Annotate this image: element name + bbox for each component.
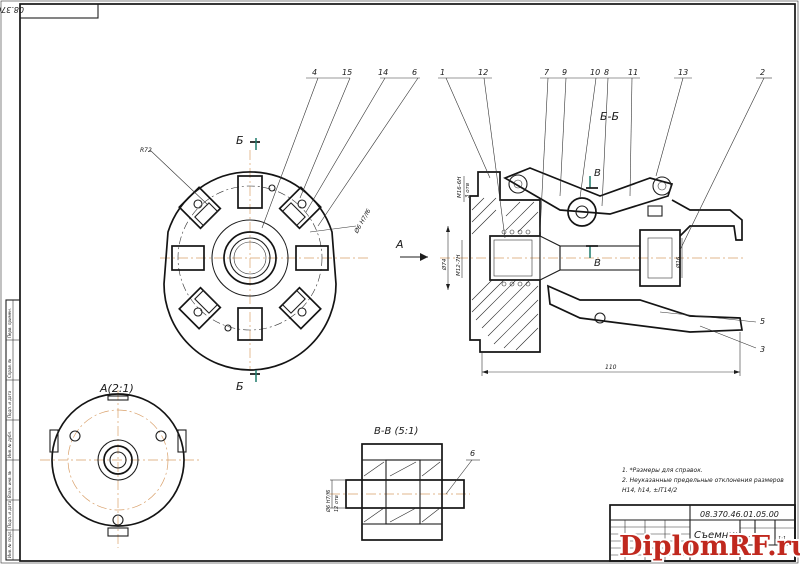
cut-b-bottom: Б bbox=[236, 380, 244, 393]
label-7: 7 bbox=[544, 68, 550, 77]
body-outline bbox=[163, 171, 337, 371]
title-scale: 1:1 bbox=[778, 536, 786, 542]
label-3: 3 bbox=[760, 345, 765, 354]
dim-fit-vv-2: 12 отв bbox=[334, 495, 340, 512]
binding-strip: Перв. примен. Справ. № Подп. и дата Инв.… bbox=[5, 299, 21, 561]
dim-fit-vv: Ø6 H7/f6 bbox=[325, 490, 332, 513]
watermark-halo: DiplomRF.ru bbox=[619, 531, 800, 562]
cut-v-bottom: В bbox=[594, 258, 601, 269]
strip-label-7: Инв. № подл. bbox=[7, 530, 12, 558]
dim-3otv: 3 отв bbox=[465, 183, 471, 198]
strip-label-5: Взам. инв. № bbox=[7, 471, 12, 498]
cut-v-top: В bbox=[594, 168, 601, 179]
label-1: 1 bbox=[440, 68, 445, 77]
watermark: DiplomRF.ru DiplomRF.ru bbox=[617, 529, 800, 564]
top-stamp-code: 08.370.46.01.05.00 bbox=[0, 5, 24, 14]
label-15: 15 bbox=[342, 68, 352, 77]
label-8: 8 bbox=[604, 68, 609, 77]
watermark-text: DiplomRF.ru bbox=[619, 531, 800, 562]
view-a: А(2:1) bbox=[40, 382, 200, 548]
title-lit: УП bbox=[743, 536, 750, 542]
front-view: Б Б R72 Ø6 H7/f6 4 15 14 6 bbox=[140, 68, 420, 393]
label-5: 5 bbox=[760, 317, 765, 326]
label-14: 14 bbox=[378, 68, 388, 77]
dim-16: Ø16 bbox=[675, 256, 682, 269]
strip-label-6: Подп. и дата bbox=[7, 500, 12, 528]
dim-fit-front: Ø6 H7/f6 bbox=[353, 208, 373, 236]
note-2: 2. Неуказанные предельные отклонения раз… bbox=[622, 477, 784, 484]
title-code: 08.370.46.01.05.00 bbox=[700, 510, 779, 519]
note-3: H14, h14, ±IT14/2 bbox=[622, 487, 677, 494]
housing bbox=[469, 171, 541, 353]
dim-110: 110 bbox=[605, 364, 617, 371]
dim-74: Ø74 bbox=[441, 258, 448, 271]
strip-label-4: Инв. № дубл. bbox=[7, 431, 12, 458]
label-13: 13 bbox=[678, 68, 688, 77]
arrow-a-label: А bbox=[395, 238, 404, 251]
label-4: 4 bbox=[312, 68, 317, 77]
view-a-title: А(2:1) bbox=[99, 382, 134, 395]
upper-lever bbox=[503, 167, 674, 215]
label-6: 6 bbox=[412, 68, 417, 77]
label-11: 11 bbox=[628, 68, 638, 77]
section-bb: Б-Б bbox=[438, 68, 772, 376]
title-name: Съемник bbox=[694, 530, 741, 541]
dim-m12: М12-7Н bbox=[456, 255, 462, 276]
label-2: 2 bbox=[760, 68, 765, 77]
title-block: 08.370.46.01.05.00 Съемник УП 1:1 bbox=[609, 504, 796, 562]
strip-label-2: Справ. № bbox=[7, 359, 12, 378]
label-6b: 6 bbox=[470, 449, 475, 458]
section-vv-title: В-В (5:1) bbox=[374, 426, 418, 437]
strip-label-3: Подп. и дата bbox=[7, 390, 12, 418]
label-10: 10 bbox=[590, 68, 600, 77]
section-bb-title: Б-Б bbox=[600, 110, 619, 123]
view-arrow-a: А bbox=[395, 238, 428, 261]
section-vv: В-В (5:1) Ø6 H7/f6 12 отв 6 bbox=[325, 426, 480, 541]
sheet-inner-frame bbox=[19, 3, 796, 562]
dim-r72: R72 bbox=[140, 147, 152, 154]
jaws bbox=[171, 175, 329, 341]
label-9: 9 bbox=[562, 68, 567, 77]
cut-b-top: Б bbox=[236, 134, 244, 147]
right-arm bbox=[671, 199, 743, 241]
top-stamp: 08.370.46.01.05.00 bbox=[0, 3, 99, 19]
vv-hatch bbox=[363, 461, 441, 523]
note-1: 1. *Размеры для справок. bbox=[622, 467, 703, 474]
lower-lever bbox=[546, 284, 743, 333]
housing-hatch bbox=[471, 197, 539, 351]
dim-m16: М16-6Н bbox=[457, 177, 463, 198]
strip-label-1: Перв. примен. bbox=[7, 308, 12, 338]
label-12: 12 bbox=[478, 68, 488, 77]
technical-notes: 1. *Размеры для справок. 2. Неуказанные … bbox=[622, 467, 784, 494]
